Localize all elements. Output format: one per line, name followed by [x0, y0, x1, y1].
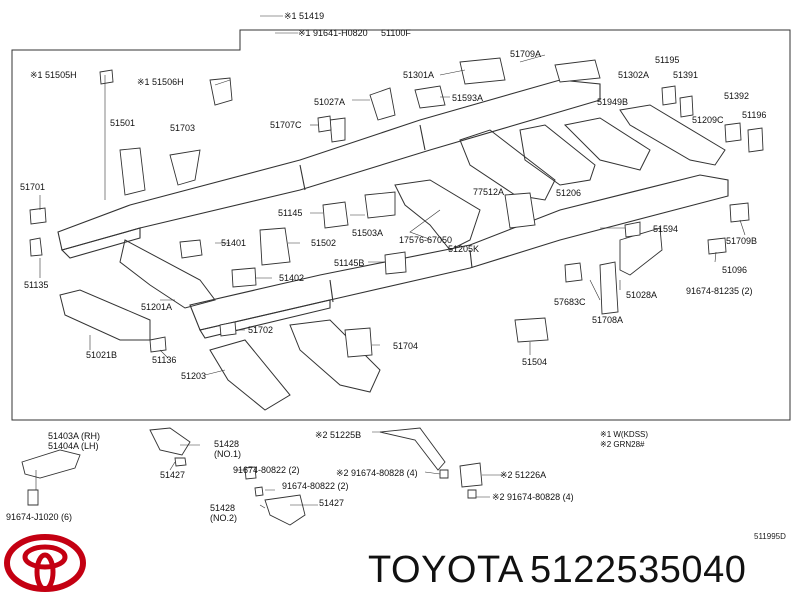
label-51096: 51096: [722, 265, 748, 275]
label-51225b: ※2 51225B: [315, 430, 362, 440]
lower-leader-lines: [35, 431, 505, 509]
label-51593a: 51593A: [452, 93, 484, 103]
label-51594: 51594: [653, 224, 679, 234]
crossmembers: [59, 104, 726, 411]
label-51428-no1-note: (NO.1): [214, 449, 241, 459]
brackets: [29, 57, 764, 358]
label-51428-no1: 51428: [214, 439, 240, 449]
label-51302a: 51302A: [618, 70, 650, 80]
leader-lines: [39, 15, 746, 376]
legend-note-2: ※2 GRN28#: [600, 440, 645, 449]
label-51704: 51704: [393, 341, 419, 351]
label-51703: 51703: [170, 123, 196, 133]
label-51196: 51196: [742, 110, 767, 120]
label-51145: 51145: [278, 208, 303, 218]
label-51428-no2-note: (NO.2): [210, 513, 237, 523]
label-51301a: 51301A: [403, 70, 435, 80]
label-51195: 51195: [655, 55, 680, 65]
label-51427-a: 51427: [160, 470, 186, 480]
label-51100f: 51100F: [381, 28, 411, 38]
diagram-code: 511995D: [754, 532, 786, 541]
label-51707c: 51707C: [270, 120, 302, 130]
label-51027a: 51027A: [314, 97, 346, 107]
label-51201a: 51201A: [141, 302, 173, 312]
label-51226a: ※2 51226A: [500, 470, 547, 480]
label-91674-80828-b: ※2 91674-80828 (4): [492, 492, 574, 502]
label-77512a: 77512A: [473, 187, 505, 197]
label-51135: 51135: [24, 280, 49, 290]
label-51701: 51701: [20, 182, 46, 192]
label-51392: 51392: [724, 91, 750, 101]
label-91674-80822-a: 91674-80822 (2): [233, 465, 300, 475]
label-17576-67050: 17576-67050: [399, 235, 453, 245]
label-51502: 51502: [311, 238, 337, 248]
label-51428-no2: 51428: [210, 503, 236, 513]
label-51505h: ※1 51505H: [30, 70, 77, 80]
label-51203: 51203: [181, 371, 207, 381]
label-51709b: 51709B: [726, 236, 758, 246]
label-51504: 51504: [522, 357, 548, 367]
label-51206: 51206: [556, 188, 582, 198]
label-51209c: 51209C: [692, 115, 724, 125]
label-51427-b: 51427: [319, 498, 345, 508]
label-51021b: 51021B: [86, 350, 118, 360]
legend-note-1: ※1 W(KDSS): [600, 430, 649, 439]
label-51145b: 51145B: [334, 258, 365, 268]
label-51391: 51391: [673, 70, 699, 80]
label-51506h: ※1 51506H: [137, 77, 184, 87]
label-57683c: 57683C: [554, 297, 586, 307]
label-51402: 51402: [279, 273, 305, 283]
label-91674-81235: 91674-81235 (2): [686, 286, 753, 296]
label-51702: 51702: [248, 325, 274, 335]
label-51136: 51136: [152, 355, 177, 365]
label-51709a: 51709A: [510, 49, 542, 59]
label-51401: 51401: [221, 238, 247, 248]
label-51419: ※1 51419: [284, 11, 325, 21]
lower-detail-parts: [21, 427, 483, 526]
label-51028a: 51028A: [626, 290, 658, 300]
label-91674-j1020: 91674-J1020 (6): [6, 512, 73, 522]
label-91674-80828-a: ※2 91674-80828 (4): [336, 468, 418, 478]
label-51404a-lh: 51404A (LH): [48, 441, 99, 451]
toyota-logo-icon: [4, 534, 86, 592]
label-51403a-rh: 51403A (RH): [48, 431, 101, 441]
label-51949b: 51949B: [597, 97, 629, 107]
brand-name: TOYOTA: [368, 549, 524, 591]
label-51503a: 51503A: [352, 228, 384, 238]
label-91674-80822-b: 91674-80822 (2): [282, 481, 349, 491]
label-51205k: 51205K: [448, 244, 480, 254]
frame-rails: [57, 79, 729, 339]
label-51501: 51501: [110, 118, 136, 128]
label-91641-h0820: ※1 91641-H0820: [298, 28, 368, 38]
label-51708a: 51708A: [592, 315, 624, 325]
part-number: 5122535040: [530, 549, 747, 591]
